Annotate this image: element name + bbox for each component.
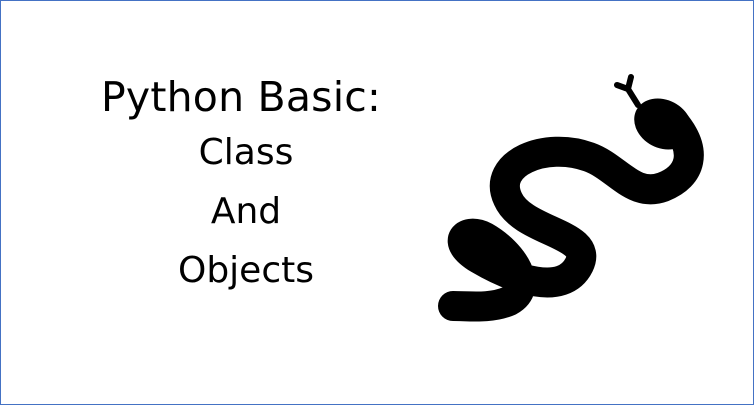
snake-head bbox=[634, 98, 692, 150]
title-block: Python Basic: Class And Objects bbox=[41, 71, 441, 300]
subtitle-line-objects: Objects bbox=[177, 250, 314, 291]
snake-body bbox=[438, 106, 704, 322]
snake-tail bbox=[444, 293, 475, 314]
title: Python Basic: bbox=[100, 73, 382, 121]
subtitle-line-class: Class bbox=[198, 132, 294, 173]
subtitle-line-and: And bbox=[210, 191, 282, 232]
snake-icon bbox=[438, 74, 704, 322]
snake-tongue bbox=[614, 74, 641, 108]
